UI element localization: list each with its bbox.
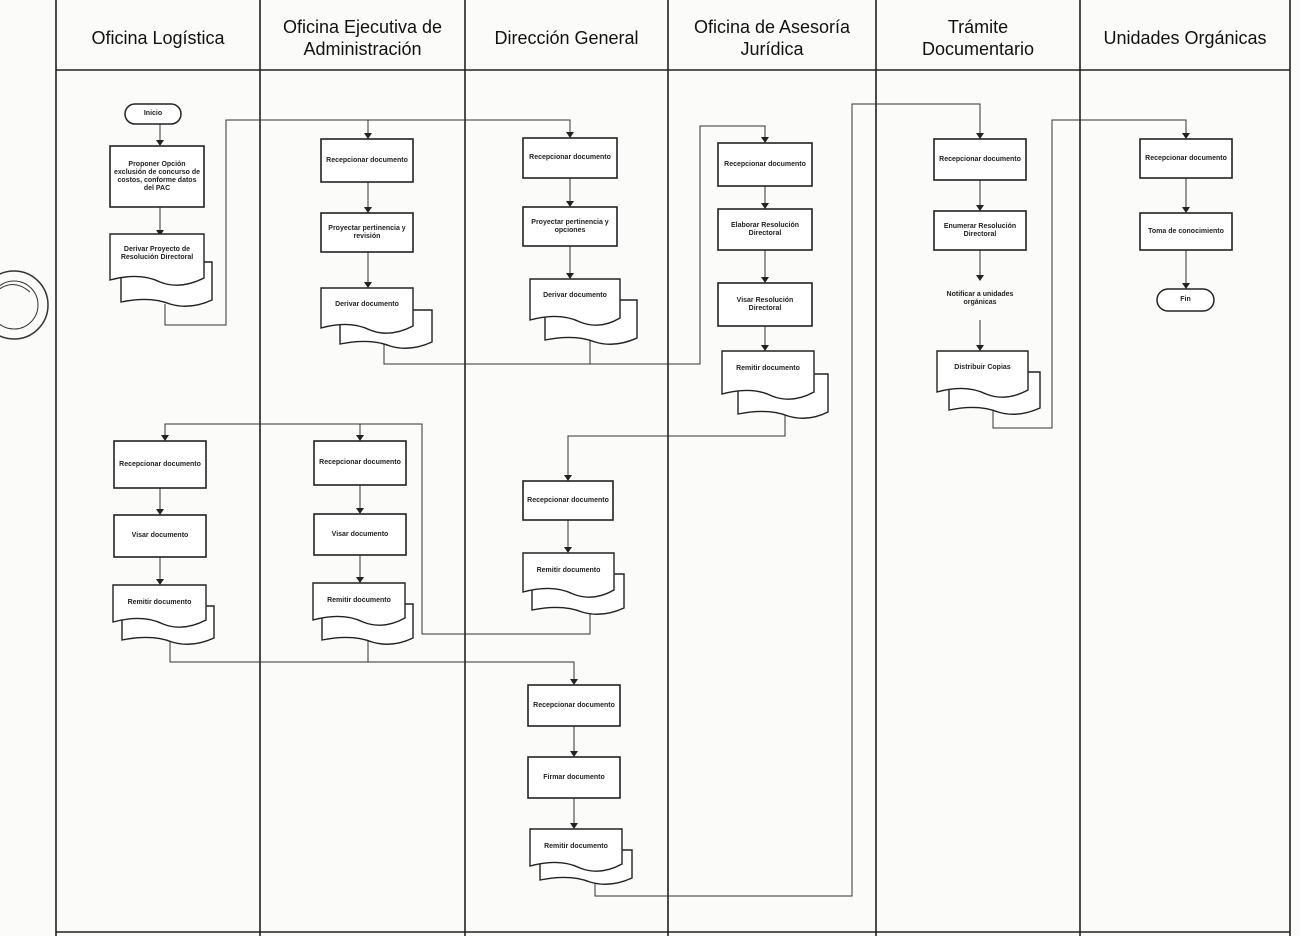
lane-header-oficina-logistica: Oficina Logística	[91, 28, 225, 48]
node-dg-derivar: Derivar documento	[543, 292, 607, 299]
node-aj-remitir: Remitir documento	[736, 365, 800, 372]
lane-header-direccion-general: Dirección General	[494, 28, 639, 48]
node-dg3-remitir: Remitir documento	[544, 843, 608, 850]
start-terminator	[124, 103, 182, 125]
lane-header-oficina-ejecutiva: Oficina Ejecutiva de Administración	[282, 17, 443, 59]
connectors	[159, 103, 1187, 897]
node-ol2-recepcionar: Recepcionar documento	[119, 460, 201, 468]
node-dg-recepcionar: Recepcionar documento	[529, 154, 611, 161]
node-aj-visar: Visar Resolución Directoral	[736, 296, 794, 312]
end-terminator	[1156, 288, 1215, 312]
node-fin: Fin	[1180, 296, 1191, 303]
lane-header-unidades-organicas: Unidades Orgánicas	[1103, 28, 1267, 48]
node-uo-recepcionar: Recepcionar documento	[1145, 154, 1227, 162]
node-uo-tomar: Toma de conocimiento	[1148, 227, 1224, 235]
node-ej2-remitir: Remitir documento	[327, 597, 391, 604]
node-dg3-recepcionar: Recepcionar documento	[533, 701, 615, 709]
node-derivar-proyecto: Derivar Proyecto de Resolución Directora…	[120, 246, 194, 261]
node-ol2-visar: Visar documento	[131, 532, 189, 539]
node-td-enumerar: Enumerar Resolución Directoral	[943, 222, 1017, 238]
document-shapes	[109, 233, 1041, 885]
arrow-heads	[156, 132, 1190, 829]
node-aj-recepcionar: Recepcionar documento	[724, 160, 806, 168]
node-ej-proyectar: Proyectar pertinencia y revisión	[328, 224, 406, 240]
node-inicio: Inicio	[143, 110, 163, 117]
node-td-notificar: Notificar a unidades orgánicas	[946, 291, 1014, 306]
node-ej-recepcionar: Recepcionar documento	[326, 156, 408, 164]
node-proponer-opcion: Proponer Opción exclusión de concurso de…	[114, 160, 200, 192]
stamp-seal-icon	[0, 270, 49, 340]
lane-grid	[55, 0, 1291, 936]
node-td-distribuir: Distribuir Copias	[954, 364, 1011, 371]
lane-header-tramite-documentario: Trámite Documentario	[921, 17, 1035, 59]
terminators	[124, 103, 1215, 312]
process-boxes	[109, 137, 1233, 799]
node-ol2-remitir: Remitir documento	[127, 599, 192, 606]
node-ej2-recepcionar: Recepcionar documento	[319, 459, 401, 466]
node-dg-proyectar: Proyectar pertinencia y opciones	[531, 218, 609, 234]
node-ej2-visar: Visar documento	[331, 530, 389, 538]
node-td-recepcionar: Recepcionar documento	[939, 155, 1021, 163]
node-aj-elaborar: Elaborar Resolución Directoral	[730, 221, 800, 237]
node-ej-derivar: Derivar documento	[335, 301, 399, 308]
node-dg3-firmar: Firmar documento	[543, 773, 605, 781]
lane-header-asesoria-juridica: Oficina de Asesoría Jurídica	[693, 17, 851, 59]
node-dg2-remitir: Remitir documento	[536, 567, 601, 574]
node-dg2-recepcionar: Recepcionar documento	[527, 496, 609, 504]
